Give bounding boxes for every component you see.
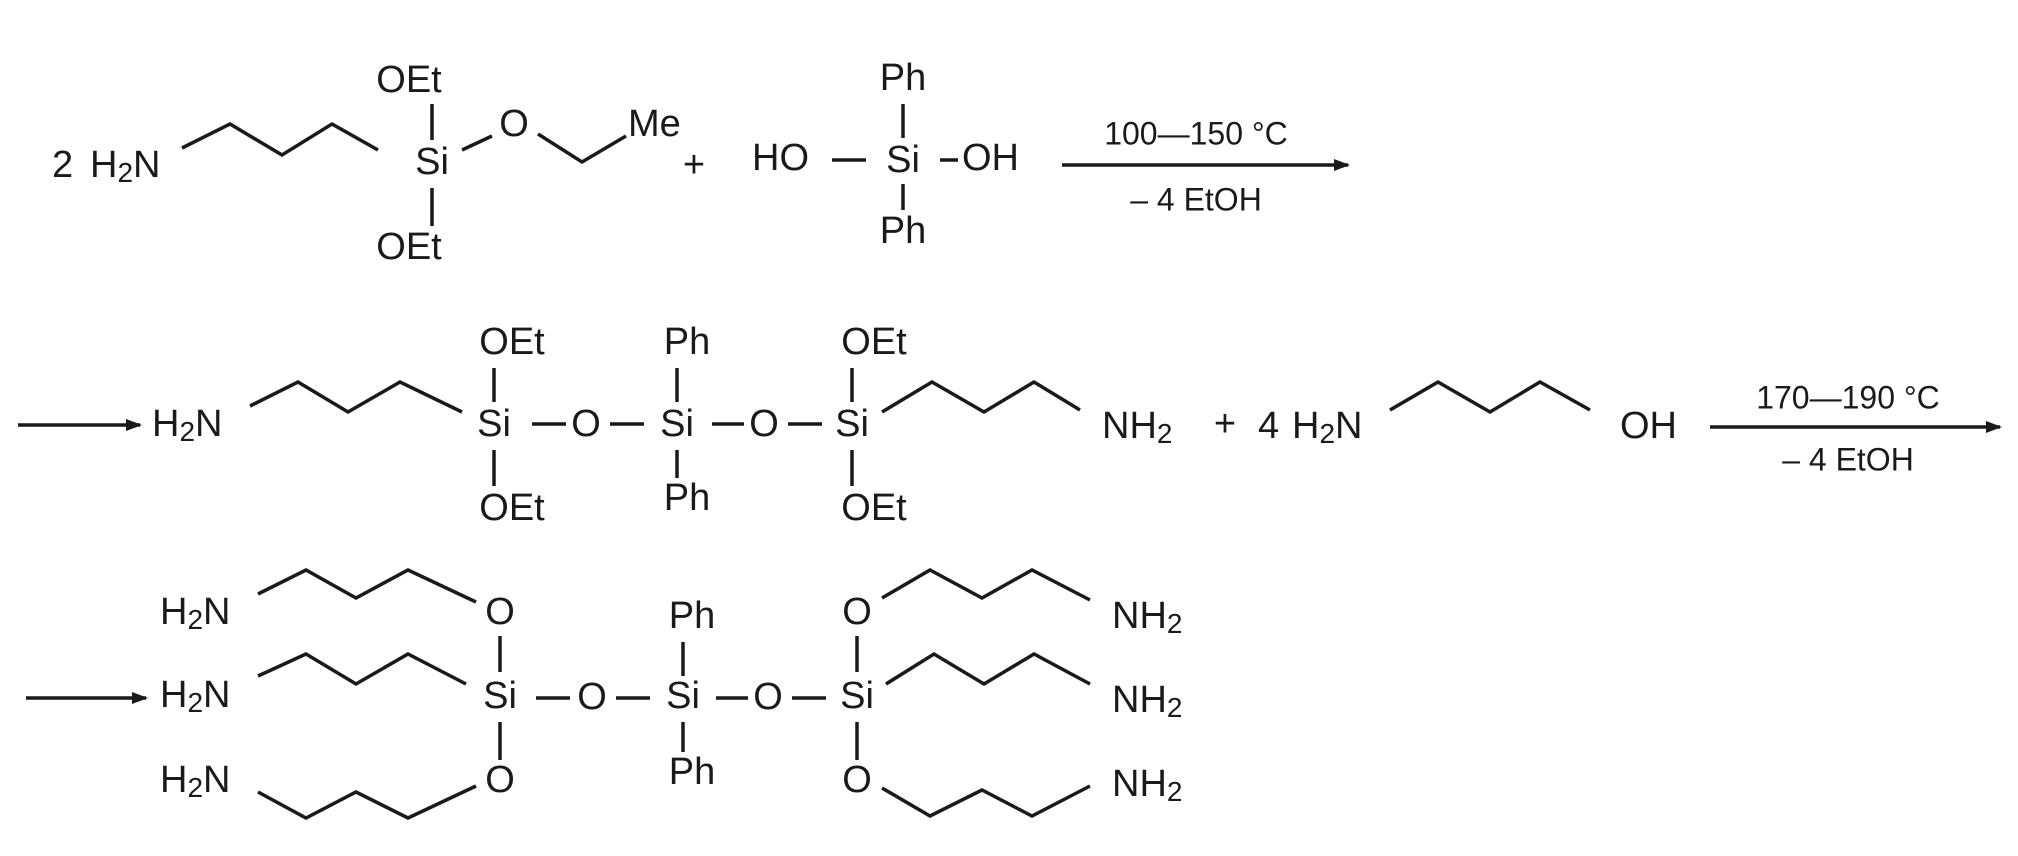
stoich-coefficient-4: 4 (1258, 405, 1279, 447)
phenyl-top: Ph (880, 57, 926, 99)
oxygen-lower-right: O (842, 759, 872, 801)
oxygen-upper-right: O (842, 591, 872, 633)
ethoxy-top-left: OEt (479, 321, 545, 363)
bridging-oxygen-right: O (749, 403, 779, 445)
ethoxy-bottom-right: OEt (841, 487, 907, 529)
plus-sign: + (683, 144, 705, 186)
propyl-chain (1389, 379, 1591, 415)
amine-lower-right: NH2 (1112, 763, 1182, 807)
amine-left: H2N (152, 403, 222, 447)
hydroxyl-label: OH (1620, 405, 1677, 447)
propyl-chain-middle-right (885, 651, 1091, 687)
stoich-coefficient-2: 2 (52, 144, 73, 186)
hydroxyl-right: OH (962, 137, 1019, 179)
amine-label: H2N (1292, 405, 1362, 449)
silicon-center: Si (660, 403, 694, 445)
propyl-chain-right (881, 379, 1081, 415)
silicon-left: Si (483, 675, 517, 717)
ethoxy-top-right: OEt (841, 321, 907, 363)
bridging-oxygen-left: O (571, 403, 601, 445)
amine-lower-left: H2N (160, 759, 230, 803)
ethoxy-bottom: OEt (376, 226, 442, 268)
phenyl-bottom: Ph (880, 210, 926, 252)
amine-upper-right: NH2 (1112, 595, 1182, 639)
oxygen-atom: O (499, 103, 529, 145)
condition-byproduct: – 4 EtOH (1130, 181, 1262, 217)
row2-reactant-aminopropanol: 4 H2N OH (1258, 379, 1677, 449)
row2-reaction-arrow: 170—190 °C – 4 EtOH (1710, 379, 2002, 477)
amine-middle-left: H2N (160, 674, 230, 718)
row1-reactant-aminopropyltriethoxysilane: 2 H2N OEt Si O Me OEt (52, 59, 681, 268)
silicon-atom: Si (886, 139, 920, 181)
ethoxy-top: OEt (376, 59, 442, 101)
phenyl-bottom: Ph (669, 751, 715, 793)
row3-final-product: H2N O H2N H2N O Si O Si Ph Ph O Si O NH2… (160, 567, 1182, 820)
plus-sign: + (1214, 403, 1236, 445)
amine-group: H2N (90, 144, 160, 188)
phenyl-top: Ph (664, 321, 710, 363)
silicon-center: Si (666, 675, 700, 717)
propyl-chain-upper-right (881, 567, 1091, 602)
bridging-oxygen-left: O (577, 676, 607, 718)
amine-upper-left: H2N (160, 591, 230, 635)
propyl-chain (181, 121, 379, 158)
amine-label: H2N (90, 144, 160, 188)
amine-middle-right: NH2 (1112, 679, 1182, 723)
ethoxy-bottom-left: OEt (479, 487, 545, 529)
oxygen-lower-left: O (485, 759, 515, 801)
silicon-left: Si (477, 403, 511, 445)
methyl-label: Me (628, 103, 681, 145)
row2-product-disiloxane: H2N OEt Si OEt O Si Ph Ph O Si OEt OEt N… (152, 321, 1172, 529)
silicon-right: Si (840, 675, 874, 717)
propyl-chain-middle-left (257, 652, 467, 687)
row1-reactant-diphenylsilanediol: HO Si OH Ph Ph (752, 57, 1019, 252)
phenyl-top: Ph (669, 595, 715, 637)
silicon-atom: Si (415, 141, 449, 183)
hydroxyl-left: HO (752, 137, 809, 179)
oxygen-upper-left: O (485, 591, 515, 633)
propyl-chain-lower-right (881, 784, 1091, 818)
bridging-oxygen-right: O (753, 676, 783, 718)
propyl-chain-left (249, 380, 463, 415)
bond-si-o (461, 134, 493, 152)
phenyl-bottom: Ph (664, 477, 710, 519)
ethyl-chain (537, 132, 627, 165)
condition-temperature: 170—190 °C (1756, 379, 1940, 415)
amine-right: NH2 (1102, 405, 1172, 449)
silicon-right: Si (835, 403, 869, 445)
row1-reaction-arrow: 100—150 °C – 4 EtOH (1062, 115, 1350, 217)
condition-temperature: 100—150 °C (1104, 115, 1288, 151)
condition-byproduct: – 4 EtOH (1782, 441, 1914, 477)
propyl-chain-upper-left (257, 568, 477, 604)
propyl-chain-lower-left (257, 784, 477, 820)
